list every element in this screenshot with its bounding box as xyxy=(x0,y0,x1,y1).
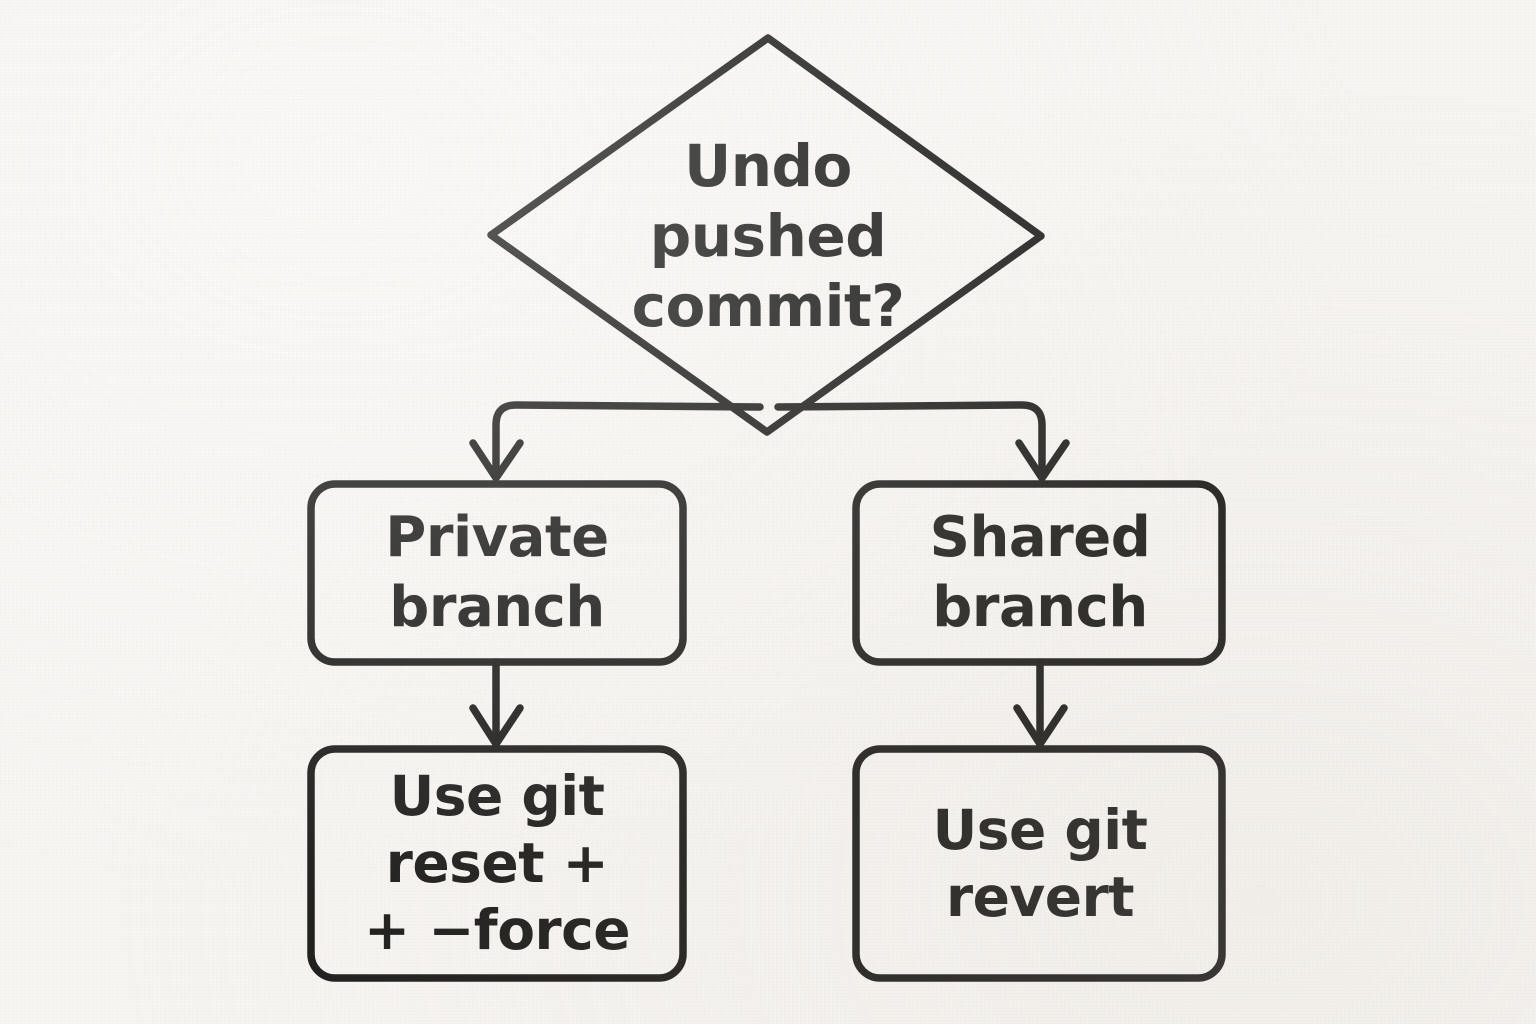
shared-branch-box-shape[interactable] xyxy=(852,480,1226,666)
arrowhead-reset xyxy=(469,704,524,748)
decision-diamond-shape[interactable] xyxy=(487,34,1045,436)
arrowhead-private xyxy=(469,439,524,482)
connector-decision-to-shared xyxy=(774,401,1046,480)
git-revert-box-shape[interactable] xyxy=(852,745,1226,982)
arrowhead-revert xyxy=(1013,704,1068,748)
git-reset-box-shape[interactable] xyxy=(307,745,687,982)
connector-decision-to-private xyxy=(492,401,764,480)
private-branch-box-shape[interactable] xyxy=(307,480,687,666)
arrowhead-shared xyxy=(1015,439,1070,482)
